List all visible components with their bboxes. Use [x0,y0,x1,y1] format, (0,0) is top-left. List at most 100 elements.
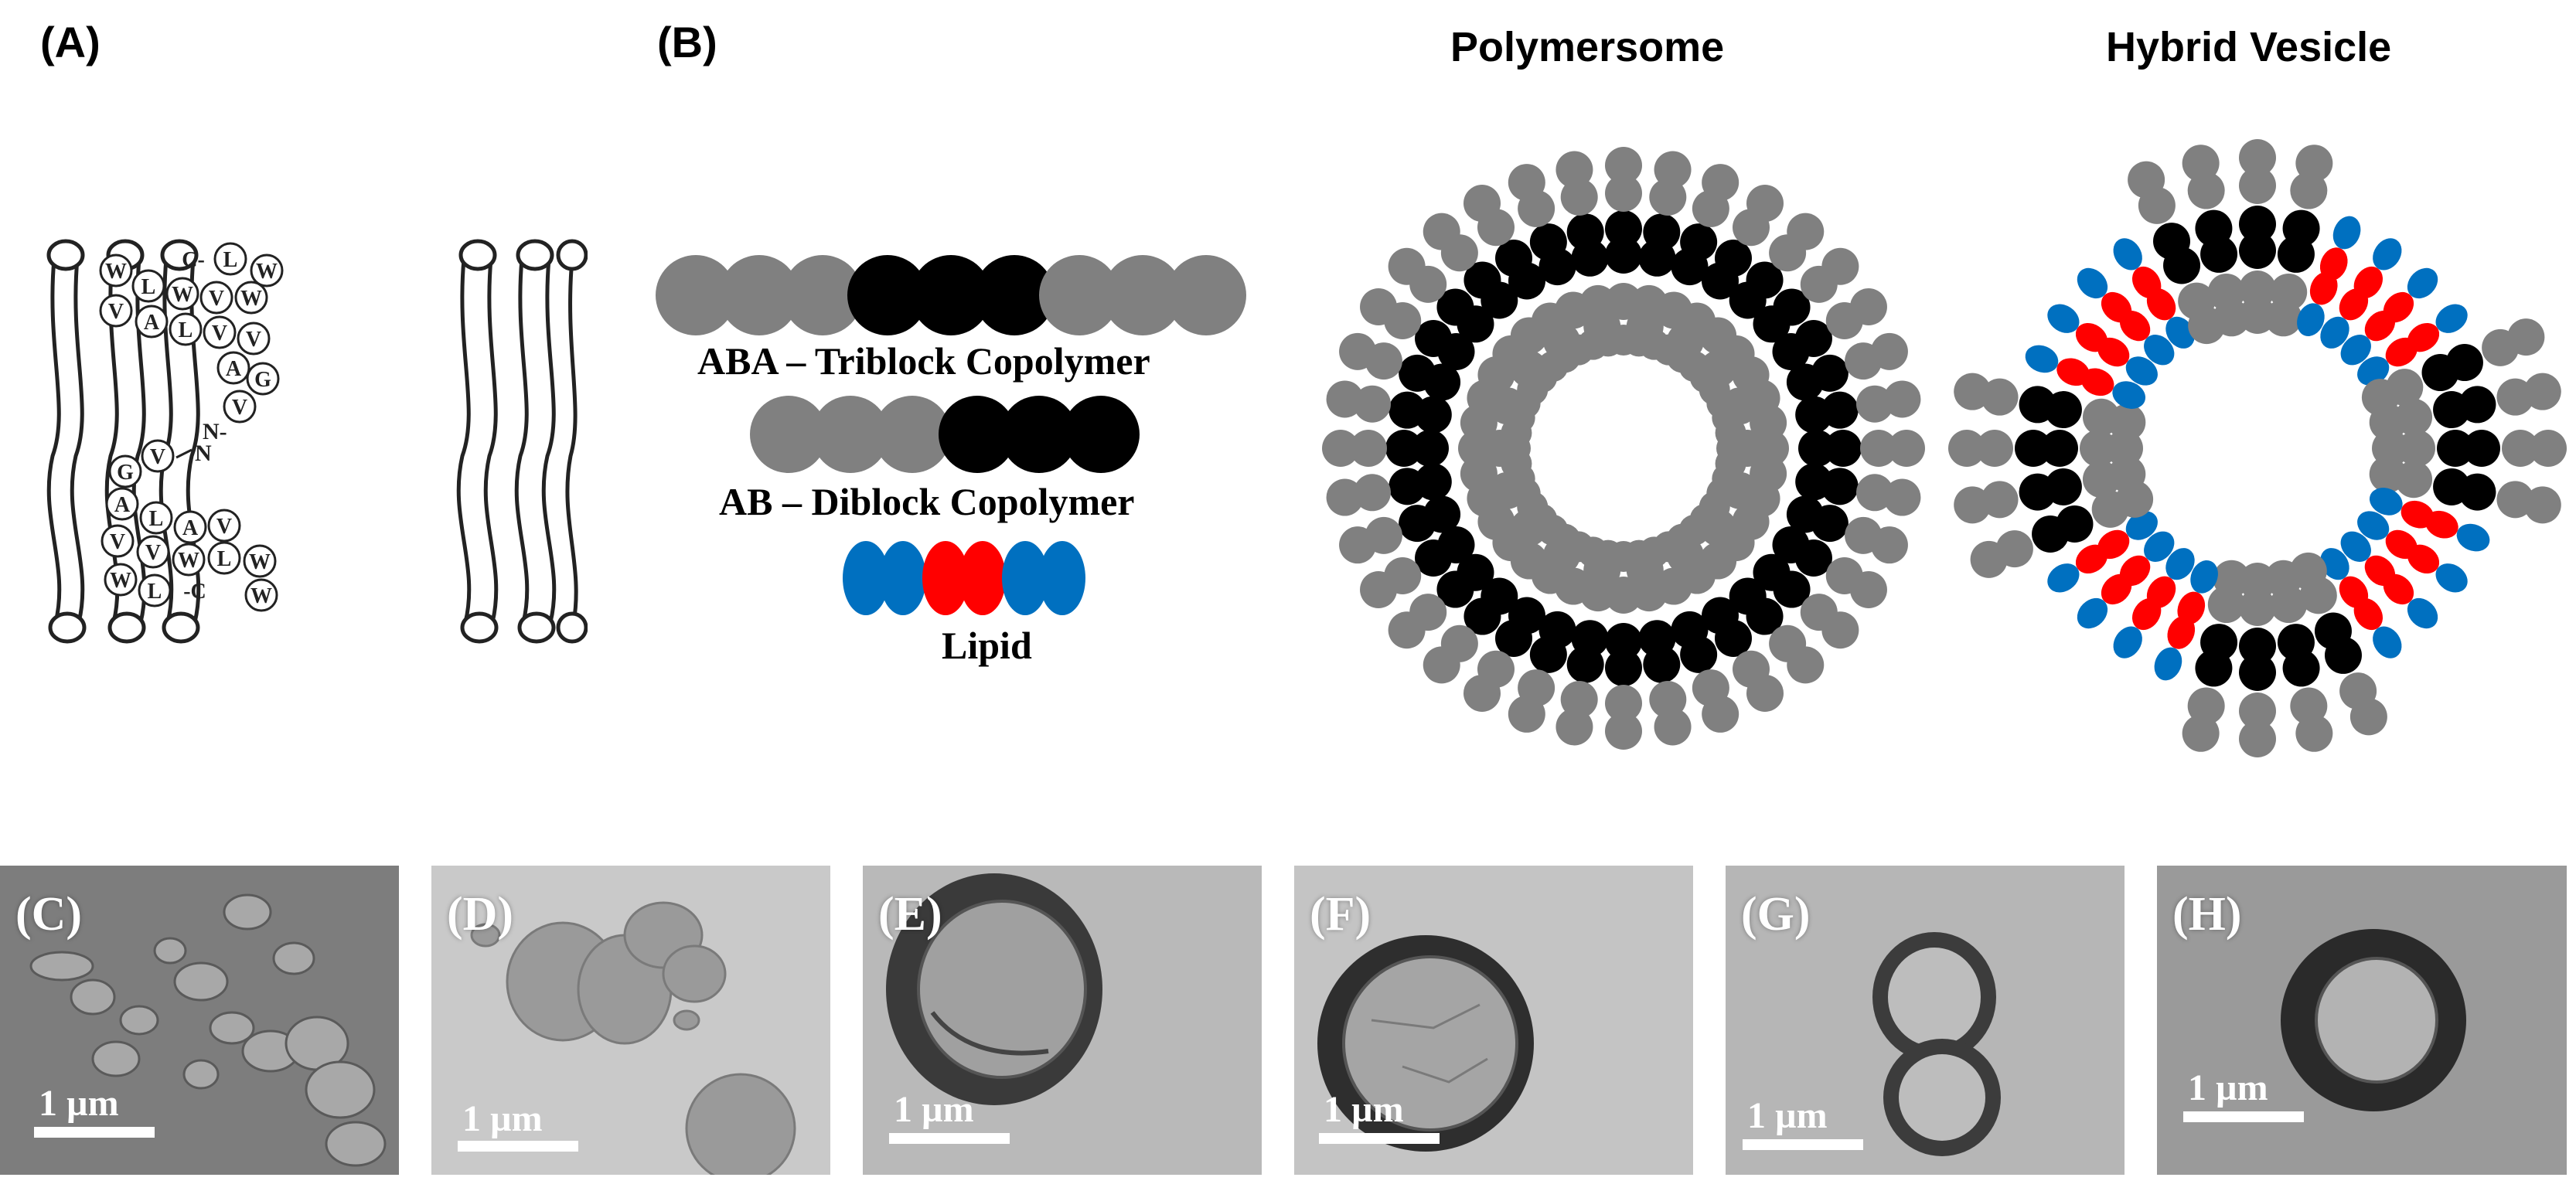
molecule-bead [1855,385,1893,423]
lipid-molecule [2320,238,2402,349]
molecule-bead [1415,320,1453,357]
molecule-bead [1495,619,1532,657]
triblock-chain [1750,454,1921,516]
triblock-chain [1322,430,1518,467]
scale-bar-e [889,1133,1010,1144]
lipid-molecule [2357,304,2468,386]
molecule-bead [1787,646,1825,684]
molecule-bead [1605,685,1642,722]
lipid-bead [2320,316,2349,349]
lipid-bead [2297,303,2325,337]
lipid-bead [2407,322,2440,352]
amino-acid-residue: C- [182,248,205,272]
molecule-bead [2153,223,2191,260]
molecule-bead [2239,271,2276,308]
lipid-bead [2456,523,2490,552]
amino-acid-residue: L [169,312,203,346]
triblock-chain [1555,151,1621,345]
svg-text:L: L [217,547,232,571]
molecule-bead [1388,611,1426,649]
scale-bar-g [1743,1139,1863,1150]
lipid-bead [2113,626,2142,658]
molecule-bead [2091,490,2129,528]
lipid-bead [2373,238,2402,271]
amino-acid-residue: A [105,487,139,521]
molecule-bead [2128,161,2165,199]
micrograph-g: (G) 1 µm [1726,866,2125,1175]
lipid-bead [2369,488,2403,516]
molecule-bead [2295,145,2333,182]
micrograph-h: (H) 1 µm [2157,866,2567,1175]
svg-text:V: V [110,530,125,554]
amino-acid-residue: A [216,351,250,385]
lipid-molecule [2113,548,2195,658]
molecule-bead [2080,430,2117,467]
molecule-bead [1415,539,1453,577]
svg-text:G: G [254,368,271,392]
scale-bar-h [2183,1111,2304,1122]
molecule-bead [1821,468,1859,505]
svg-text:L: L [149,507,164,531]
lipid-bead [2319,247,2348,281]
inner-hydrophilic-layer [1500,325,1747,572]
molecule-bead [1529,223,1567,261]
lipid-bead [2056,358,2090,386]
svg-text:V: V [108,300,124,324]
amino-acid-residue: V [237,322,271,356]
molecule-bead [2523,486,2561,524]
svg-text:W: W [178,549,199,573]
gramicidin-linker: N-N [175,419,227,466]
molecule-bead [2270,273,2308,311]
molecule-bead [2395,398,2433,436]
micrograph-e: (E) 1 µm [863,866,1262,1175]
triblock-chain [2128,161,2226,345]
molecule-bead [1746,597,1784,635]
molecule-bead [2032,515,2070,553]
triblock-chain [1654,164,1739,329]
molecule-bead [1794,539,1832,577]
molecule-bead [1773,288,1811,326]
molecule-bead [1560,179,1598,216]
svg-text:W: W [249,550,271,574]
molecule-bead [2324,636,2362,674]
svg-text:V: V [232,396,247,420]
molecule-bead [1787,213,1825,250]
lipid-bead [2190,560,2218,594]
triblock-chain [1954,455,2146,524]
molecule-bead [2195,209,2233,247]
amino-acid-residue: L [207,541,241,575]
molecule-bead [1385,430,1423,467]
amino-acid-residue: W [250,254,284,288]
lipid-bead [2165,316,2195,349]
lipid-molecule [2357,511,2468,593]
linker-label: N- [203,419,227,444]
molecule-bead [1825,430,1862,467]
lipid-molecule [2077,531,2175,629]
svg-text:L: L [223,248,238,272]
molecule-bead [2082,461,2120,499]
molecule-bead [2270,586,2308,624]
micrograph-d-image [431,866,830,1175]
triblock-chain [2361,318,2545,417]
triblock-chain [2289,552,2387,736]
molecule-bead [1605,175,1642,212]
linker-label: N [195,441,212,466]
lipid-molecule [2113,238,2195,349]
molecule-bead [2299,577,2337,614]
molecule-bead [1566,645,1604,683]
molecule-bead [2239,589,2276,626]
lipid-label: Lipid [942,624,1032,667]
molecule-bead [1649,179,1687,216]
molecule-bead [1860,430,1897,467]
triblock-chain [2182,560,2251,752]
molecule-bead [1702,695,1739,733]
molecule-bead [2182,714,2220,752]
molecule-bead [1811,354,1849,392]
diblock-label: AB – Diblock Copolymer [719,480,1135,523]
micrograph-g-image [1726,866,2125,1175]
molecule-bead [1821,247,1859,285]
polymersome-title: Polymersome [1450,24,1725,70]
triblock-chain [1732,503,1887,608]
micrograph-e-image [863,866,1262,1175]
triblock-chain [2369,455,2561,524]
